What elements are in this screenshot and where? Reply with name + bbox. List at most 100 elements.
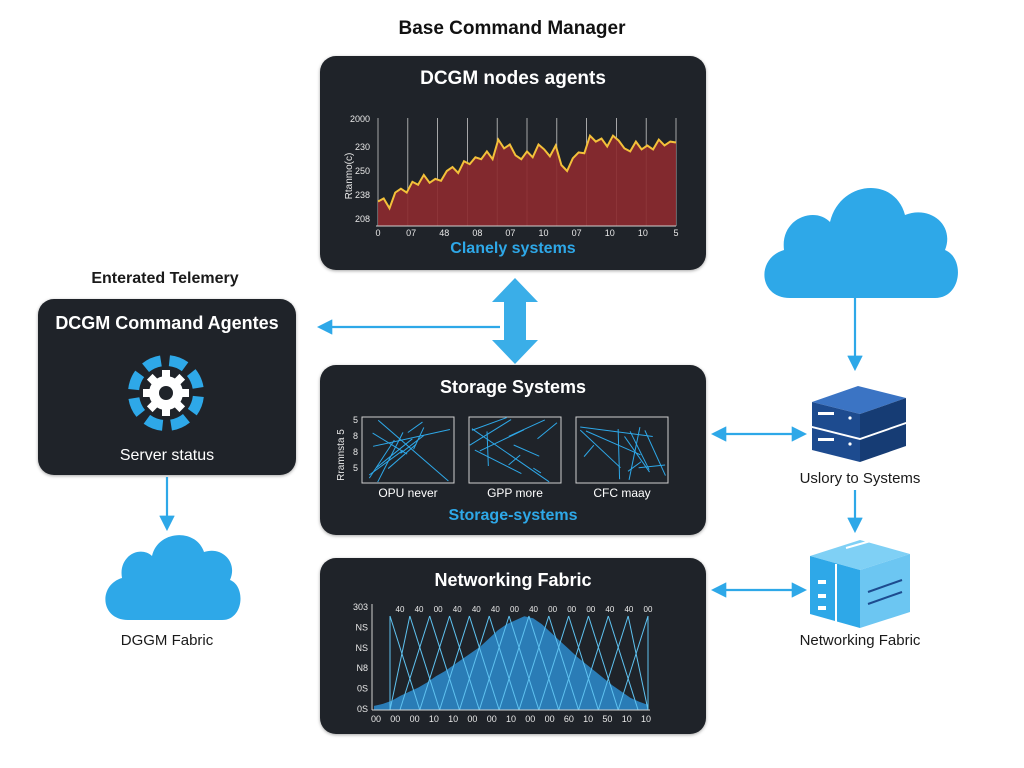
gear-ring-segment bbox=[168, 355, 189, 372]
net-top-tick: 40 bbox=[491, 605, 500, 614]
storage-title: Storage Systems bbox=[439, 377, 587, 397]
storage-subtitle: Storage-systems bbox=[448, 507, 578, 524]
gear-tooth bbox=[162, 408, 170, 416]
net-y-tick: NS bbox=[355, 643, 368, 653]
gear-ring-segment bbox=[128, 370, 145, 391]
net-cross-line bbox=[538, 615, 570, 711]
storage-y-tick: 5 bbox=[353, 463, 358, 473]
net-cross-line bbox=[508, 615, 540, 711]
storage-trace bbox=[486, 431, 489, 466]
gear-ring-segment bbox=[187, 395, 204, 416]
net-top-tick: 40 bbox=[624, 605, 633, 614]
nodes-x-tick: 10 bbox=[605, 228, 615, 238]
net-x-tick: 10 bbox=[583, 714, 593, 724]
storage-trace bbox=[628, 426, 641, 480]
storage-trace bbox=[644, 430, 666, 476]
storage-trace bbox=[471, 417, 507, 431]
storage-trace bbox=[474, 449, 522, 474]
storage-trace bbox=[533, 467, 542, 474]
nodes-area-fill bbox=[378, 135, 676, 226]
nodes-agents-panel: DCGM nodes agents Rtanmo(c) 2000 230 250… bbox=[320, 56, 706, 270]
nodes-x-tick: 08 bbox=[472, 228, 482, 238]
storage-trace bbox=[508, 454, 521, 466]
net-cross-line bbox=[488, 615, 520, 711]
net-cross-line bbox=[627, 615, 649, 711]
net-top-tick: 40 bbox=[472, 605, 481, 614]
nodes-y-tick: 238 bbox=[355, 190, 370, 200]
network-rack-icon bbox=[810, 535, 910, 628]
net-cross-line bbox=[498, 615, 530, 711]
storage-mini-label: CFC maay bbox=[593, 486, 650, 500]
storage-y-label: Rramnsta 5 bbox=[336, 429, 347, 481]
net-cross-line bbox=[568, 615, 599, 711]
storage-box bbox=[468, 416, 562, 484]
net-cross-line bbox=[439, 615, 470, 711]
storage-trace bbox=[387, 443, 417, 469]
storage-trace bbox=[627, 461, 642, 472]
command-agents-title: DCGM Command Agentes bbox=[55, 313, 279, 333]
storage-trace bbox=[372, 432, 408, 455]
nodes-series-line bbox=[377, 133, 677, 211]
command-agents-panel: DCGM Command Agentes Server status bbox=[38, 299, 296, 475]
net-mountain-fill bbox=[374, 616, 648, 710]
nodes-x-tick: 07 bbox=[505, 228, 515, 238]
cloud-icon bbox=[105, 535, 241, 620]
storage-trace bbox=[407, 421, 423, 433]
storage-panel: Storage Systems Rramnsta 5 5 8 8 5 OPU n… bbox=[320, 365, 706, 535]
net-x-tick: 10 bbox=[641, 714, 651, 724]
net-cross-line bbox=[389, 615, 411, 711]
nodes-x-tick: 10 bbox=[539, 228, 549, 238]
net-x-tick: 00 bbox=[371, 714, 381, 724]
storage-trace bbox=[400, 435, 425, 454]
gear-ring-segment bbox=[186, 369, 204, 389]
storage-y-tick: 5 bbox=[353, 415, 358, 425]
net-cross-line bbox=[607, 615, 639, 711]
storage-trace bbox=[413, 427, 425, 450]
telemetry-label: Enterated Telemery bbox=[91, 270, 239, 287]
nodes-x-tick: 48 bbox=[439, 228, 449, 238]
net-top-tick: 40 bbox=[453, 605, 462, 614]
net-cross-line bbox=[449, 615, 480, 711]
storage-box bbox=[575, 416, 669, 484]
net-y-tick: NS bbox=[355, 622, 368, 632]
storage-trace bbox=[638, 464, 666, 469]
dcgm-fabric-label: DGGM Fabric bbox=[120, 632, 214, 649]
net-top-tick: 00 bbox=[586, 605, 595, 614]
net-cross-line bbox=[578, 615, 609, 711]
nodes-y-tick: 208 bbox=[355, 214, 370, 224]
storage-trace bbox=[580, 426, 653, 437]
gear-ring-segment bbox=[142, 355, 162, 373]
nodes-x-tick: 5 bbox=[673, 228, 678, 238]
storage-y-tick: 8 bbox=[353, 431, 358, 441]
net-cross-line bbox=[558, 615, 589, 711]
net-x-tick: 00 bbox=[410, 714, 420, 724]
storage-charts: Rramnsta 5 5 8 8 5 OPU never GPP more CF… bbox=[336, 415, 669, 500]
gear-tooth bbox=[143, 389, 151, 397]
nodes-agents-title: DCGM nodes agents bbox=[420, 68, 606, 89]
nodes-x-tick: 10 bbox=[638, 228, 648, 238]
gear-ring-segment bbox=[143, 414, 164, 431]
diagram-title: Base Command Manager bbox=[398, 18, 626, 39]
net-cross-line bbox=[389, 615, 421, 711]
storage-trace bbox=[368, 439, 395, 479]
nodes-agents-subtitle: Clanely systems bbox=[450, 240, 576, 257]
nodes-y-tick: 230 bbox=[355, 142, 370, 152]
storage-trace bbox=[375, 438, 413, 469]
net-cross-line bbox=[528, 615, 560, 711]
nodes-y-tick: 250 bbox=[355, 166, 370, 176]
net-x-tick: 00 bbox=[545, 714, 555, 724]
net-cross-line bbox=[597, 615, 629, 711]
net-cross-line bbox=[409, 615, 441, 711]
net-cross-line bbox=[458, 615, 490, 711]
net-top-tick: 40 bbox=[396, 605, 405, 614]
net-cross-line bbox=[468, 615, 500, 711]
net-cross-line bbox=[548, 615, 580, 711]
nodes-y-label: Rtanmo(c) bbox=[344, 153, 355, 200]
net-top-tick: 40 bbox=[605, 605, 614, 614]
storage-trace bbox=[513, 444, 540, 457]
server-icon bbox=[812, 386, 906, 462]
net-cross-line bbox=[419, 615, 451, 711]
